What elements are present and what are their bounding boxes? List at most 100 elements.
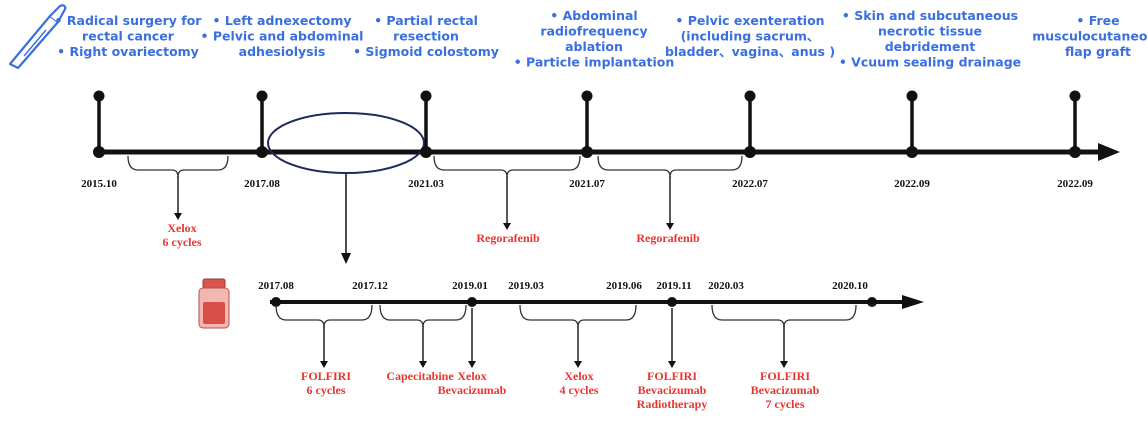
surgery-label-line: • Pelvic and abdominal <box>201 29 364 44</box>
sub-timeline-node <box>667 297 677 307</box>
sub-treatment-arrow-head <box>574 361 582 368</box>
sub-treatment-label-line: Bevacizumab <box>751 383 820 397</box>
sub-date-label: 2019.03 <box>508 280 544 292</box>
surgery-label-line: bladder、vagina、anus ) <box>665 44 835 59</box>
surgery-label-line: • Radical surgery for <box>55 13 203 28</box>
sub-treatment-arrow-head <box>419 361 427 368</box>
main-date-label: 2022.07 <box>732 178 768 190</box>
treatment-brace <box>433 155 581 178</box>
sub-treatment-arrow-head <box>320 361 328 368</box>
sub-treatment-brace <box>519 304 637 328</box>
sub-date-label: 2020.10 <box>832 280 868 292</box>
sub-date-label: 2019.06 <box>606 280 642 292</box>
sub-date-label: 2017.12 <box>352 280 388 292</box>
sub-date-label: 2019.11 <box>656 280 691 292</box>
treatment-label-line: Regorafenib <box>636 231 700 245</box>
surgery-node <box>1069 90 1081 102</box>
surgery-label-line: • Right ovariectomy <box>57 44 199 59</box>
surgery-label: • Pelvic exenteration(including sacrum、b… <box>665 13 835 59</box>
sub-treatment-arrow-head <box>668 361 676 368</box>
surgery-node <box>744 90 756 102</box>
surgery-label-line: musculocutaneous <box>1032 29 1148 44</box>
surgery-label-line: rectal cancer <box>82 29 175 44</box>
sub-timeline-node <box>867 297 877 307</box>
surgery-label-line: • Skin and subcutaneous <box>842 8 1018 23</box>
surgery-node <box>906 90 918 102</box>
main-date-label: 2021.07 <box>569 178 605 190</box>
sub-treatment-brace <box>275 304 373 328</box>
medicine-bottle-icon <box>198 278 230 329</box>
sub-treatment-label-line: 7 cycles <box>766 397 805 411</box>
surgery-label-line: • Partial rectal <box>374 13 478 28</box>
treatment-arrow-head <box>666 223 674 230</box>
sub-timeline-node <box>467 297 477 307</box>
sub-treatment-label-line: Radiotherapy <box>637 397 708 411</box>
surgery-label-line: • Abdominal <box>550 8 637 23</box>
surgery-node <box>581 90 593 102</box>
surgery-label-line: flap graft <box>1065 44 1131 59</box>
sub-treatment-label-line: 4 cycles <box>560 383 599 397</box>
timeline-node <box>581 146 593 158</box>
timeline-node <box>906 146 918 158</box>
treatment-label-line: 6 cycles <box>163 235 202 249</box>
timeline-node <box>1069 146 1081 158</box>
sub-treatment-brace <box>711 304 857 328</box>
surgery-label-line: ablation <box>565 39 623 54</box>
surgery-label-line: • Pelvic exenteration <box>675 13 824 28</box>
main-date-label: 2017.08 <box>244 178 280 190</box>
sub-axis-arrow <box>902 295 924 309</box>
surgery-label-line: radiofrequency <box>540 24 647 39</box>
surgery-label-line: • Free <box>1076 13 1119 28</box>
sub-treatment-label-line: Bevacizumab <box>638 383 707 397</box>
sub-treatment-brace <box>379 304 467 328</box>
main-date-label: 2022.09 <box>894 178 930 190</box>
surgery-label-line: • Left adnexectomy <box>213 13 352 28</box>
sub-treatment-label-line: Xelox <box>564 369 593 383</box>
surgery-label-line: adhesiolysis <box>239 44 326 59</box>
surgery-node <box>256 90 268 102</box>
treatment-label-line: Regorafenib <box>476 231 540 245</box>
treatment-brace <box>127 155 229 178</box>
timeline-node <box>93 146 105 158</box>
surgery-node <box>93 90 105 102</box>
highlight-ellipse <box>267 112 425 174</box>
timeline-node <box>744 146 756 158</box>
surgery-label-line: necrotic tissue <box>878 24 982 39</box>
timeline-node <box>420 146 432 158</box>
treatment-label-line: Xelox <box>167 221 196 235</box>
sub-date-label: 2020.03 <box>708 280 744 292</box>
sub-treatment-label-line: FOLFIRI <box>647 369 697 383</box>
sub-date-label: 2017.08 <box>258 280 294 292</box>
sub-treatment-label-line: FOLFIRI <box>301 369 351 383</box>
treatment-label: Regorafenib <box>636 231 700 245</box>
timeline-node <box>256 146 268 158</box>
expansion-arrow-head <box>341 253 351 264</box>
main-date-label: 2015.10 <box>81 178 117 190</box>
surgery-label-line: debridement <box>885 39 976 54</box>
treatment-arrow-head <box>174 213 182 220</box>
sub-treatment-label-line: Bevacizumab <box>438 383 507 397</box>
main-date-label: 2021.03 <box>408 178 444 190</box>
surgery-node <box>420 90 432 102</box>
main-date-label: 2022.09 <box>1057 178 1093 190</box>
sub-treatment-arrow-head <box>780 361 788 368</box>
surgery-label-line: resection <box>393 29 459 44</box>
sub-treatment-label-line: Xelox <box>457 369 486 383</box>
sub-date-label: 2019.01 <box>452 280 488 292</box>
sub-treatment-arrow-head <box>468 361 476 368</box>
surgery-label-line: • Sigmoid colostomy <box>353 44 499 59</box>
sub-timeline-node <box>271 297 281 307</box>
scalpel-icon <box>8 4 67 70</box>
sub-treatment-label-line: 6 cycles <box>307 383 346 397</box>
